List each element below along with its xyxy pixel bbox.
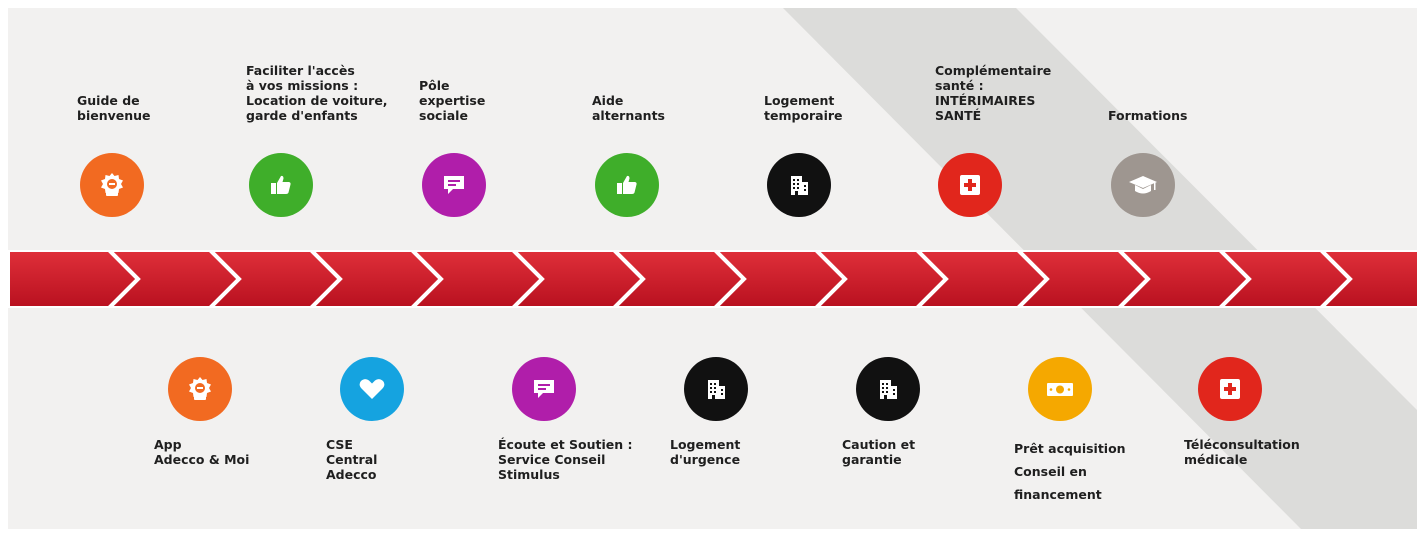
building-icon [875, 376, 901, 402]
bottom-item-4-circle [684, 357, 748, 421]
chat-icon [441, 172, 467, 198]
badge-icon [99, 172, 125, 198]
bottom-item-1: App Adecco & Moi [154, 357, 249, 467]
top-item-2-circle [249, 153, 313, 217]
chat-icon [531, 376, 557, 402]
thumbs-up-icon [614, 172, 640, 198]
chevron-segment [308, 250, 444, 308]
badge-icon [187, 376, 213, 402]
bottom-item-5-circle [856, 357, 920, 421]
top-item-3-circle [422, 153, 486, 217]
chevron-segment [611, 250, 747, 308]
chevron-segment [1318, 250, 1417, 308]
bottom-item-1-label: App Adecco & Moi [154, 437, 250, 467]
bottom-item-5: Caution et garantie [842, 357, 920, 467]
bottom-item-4: Logement d'urgence [670, 357, 748, 467]
top-item-5-circle [767, 153, 831, 217]
chevron-segment [106, 250, 242, 308]
building-icon [703, 376, 729, 402]
top-item-5: Logement temporaire [764, 93, 843, 217]
top-item-4: Aide alternants [592, 93, 665, 217]
chevron-segment [1015, 250, 1151, 308]
medical-cross-icon [1217, 376, 1243, 402]
top-item-6-circle [938, 153, 1002, 217]
bottom-item-7-label: Téléconsultation médicale [1184, 437, 1300, 467]
top-item-6-label: Complémentaire santé : INTÉRIMAIRES SANT… [935, 63, 1052, 123]
bottom-item-2-circle [340, 357, 404, 421]
top-item-4-label: Aide alternants [592, 93, 665, 123]
bottom-item-4-label: Logement d'urgence [670, 437, 741, 467]
top-item-7: Formations [1108, 108, 1187, 217]
chevron-segment [409, 250, 545, 308]
top-item-5-label: Logement temporaire [764, 93, 843, 123]
bottom-item-6-label: Prêt acquisition Conseil en financement [1014, 441, 1126, 502]
top-item-1: Guide de bienvenue [77, 93, 151, 217]
chevron-segment [510, 250, 646, 308]
top-item-3-label: Pôle expertise sociale [419, 78, 486, 123]
chevron-segment [712, 250, 848, 308]
heart-icon [358, 376, 386, 402]
top-item-2: Faciliter l'accès à vos missions : Locat… [246, 63, 388, 217]
bottom-item-5-label: Caution et garantie [842, 437, 916, 467]
chevron-arrow [8, 250, 1417, 308]
timeline-canvas: Guide de bienvenue Faciliter l'accès à v… [8, 8, 1417, 529]
top-item-1-circle [80, 153, 144, 217]
bottom-item-7: Téléconsultation médicale [1184, 357, 1300, 467]
bottom-item-3-label: Écoute et Soutien : Service Conseil Stim… [498, 437, 633, 482]
bottom-item-1-circle [168, 357, 232, 421]
top-item-1-label: Guide de bienvenue [77, 93, 151, 123]
top-item-3: Pôle expertise sociale [419, 78, 486, 217]
chevron-segment [1116, 250, 1252, 308]
bottom-item-2: CSE Central Adecco [326, 357, 404, 482]
bottom-item-6-circle [1028, 357, 1092, 421]
bottom-item-2-label: CSE Central Adecco [326, 437, 378, 482]
chevron-segment [1217, 250, 1353, 308]
top-item-6: Complémentaire santé : INTÉRIMAIRES SANT… [935, 63, 1051, 217]
bottom-item-3: Écoute et Soutien : Service Conseil Stim… [498, 357, 633, 482]
building-icon [786, 172, 812, 198]
medical-cross-icon [957, 172, 983, 198]
thumbs-up-icon [268, 172, 294, 198]
top-item-2-label: Faciliter l'accès à vos missions : Locat… [246, 63, 388, 123]
bottom-item-7-circle [1198, 357, 1262, 421]
top-item-7-circle [1111, 153, 1175, 217]
top-item-7-label: Formations [1108, 108, 1188, 123]
graduation-cap-icon [1128, 172, 1158, 198]
top-item-4-circle [595, 153, 659, 217]
chevron-segment [207, 250, 343, 308]
bottom-item-6: Prêt acquisition Conseil en financement [1014, 357, 1126, 502]
banknote-icon [1045, 376, 1075, 402]
bottom-item-3-circle [512, 357, 576, 421]
chevron-segment [813, 250, 949, 308]
chevron-segment [914, 250, 1050, 308]
